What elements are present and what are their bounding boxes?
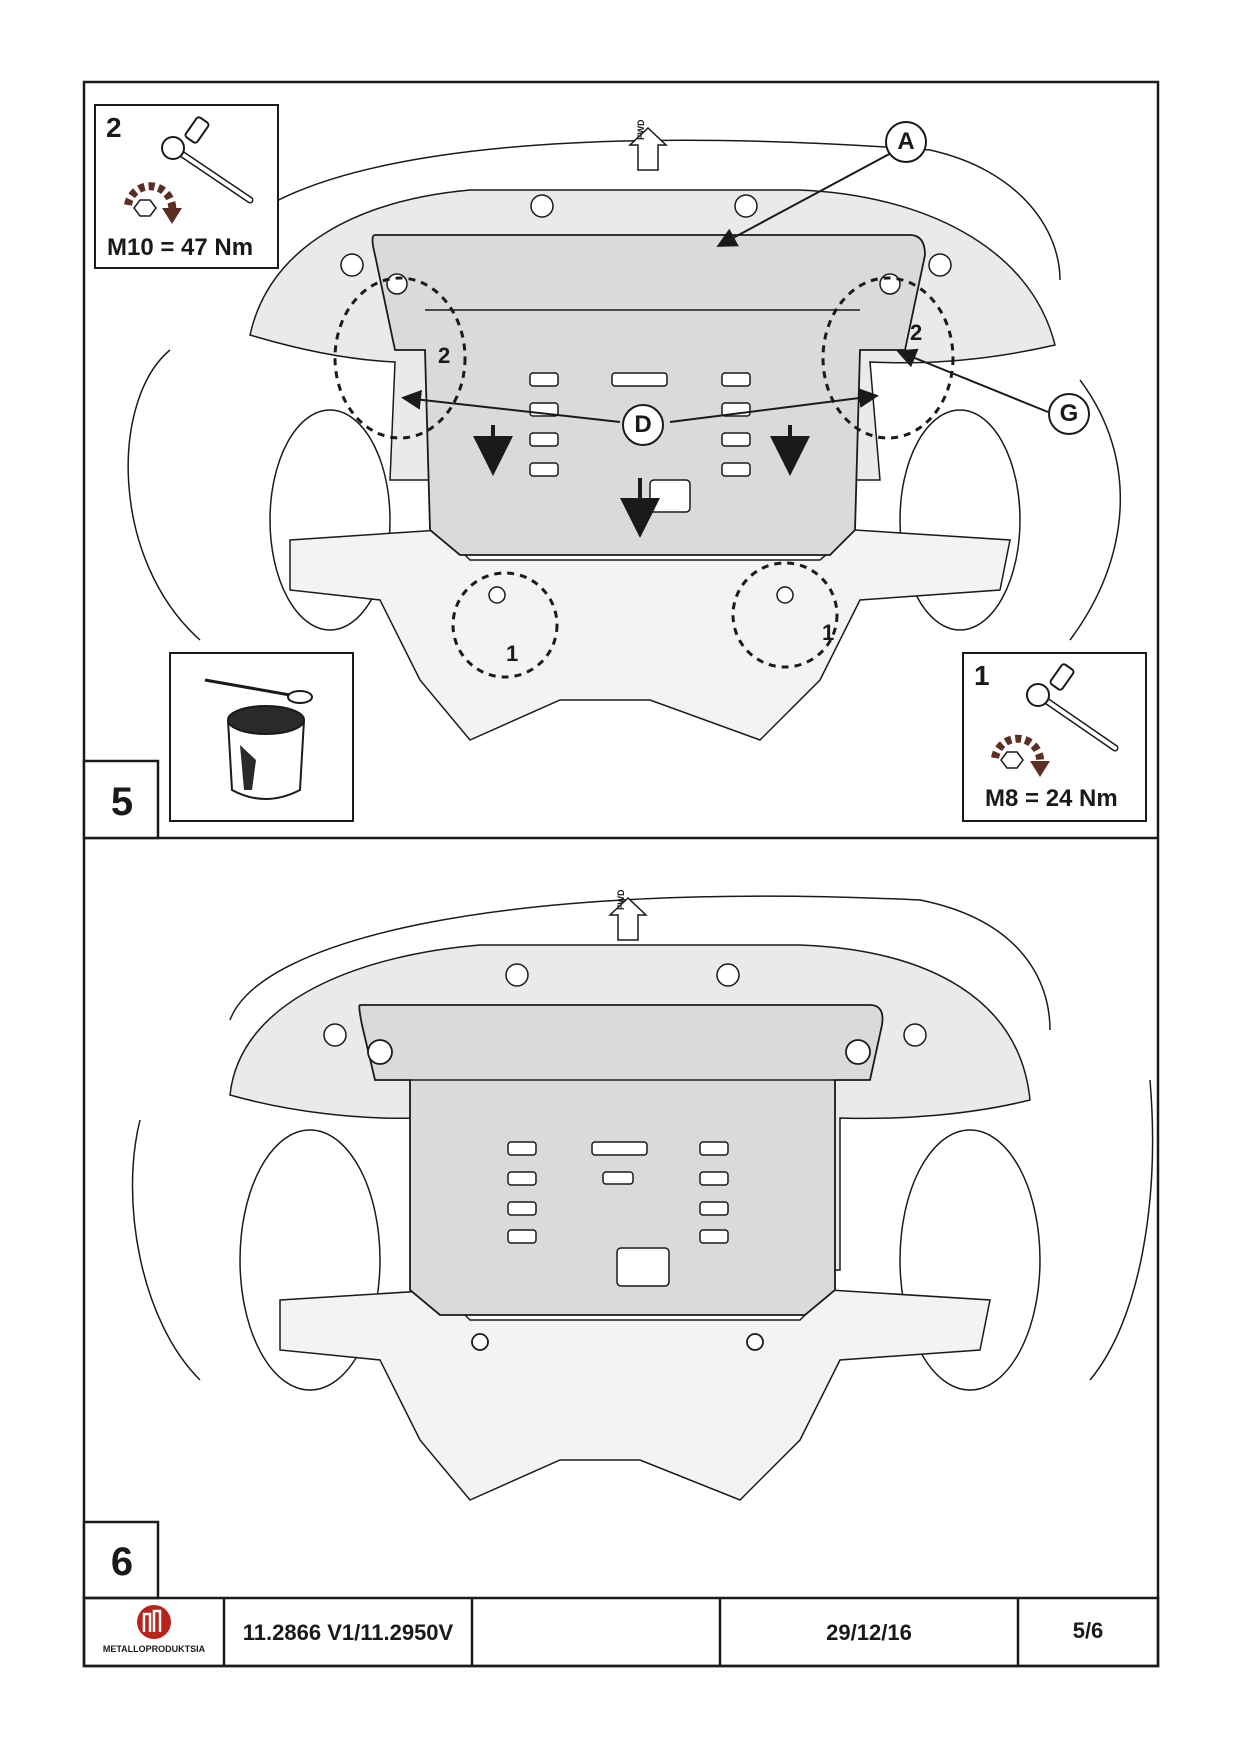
inset-step-2: 2 — [106, 112, 122, 143]
step-5-box — [82, 759, 160, 840]
callout-a: A — [897, 128, 915, 155]
title-block — [82, 1596, 1160, 1668]
brand-logo-icon — [137, 1605, 171, 1639]
step-6-drawing — [131, 895, 1154, 1501]
fwd-label-step5: FWD — [636, 119, 646, 141]
paint-brush-can-icon — [204, 678, 313, 800]
fwd-arrow-step5 — [628, 126, 668, 171]
paint-inset — [169, 652, 354, 822]
subframe-6 — [279, 1289, 991, 1501]
step-5-drawing — [127, 121, 1122, 741]
marker-2-left: 2 — [438, 343, 451, 368]
torque-spec-m8: M8 = 24 Nm — [985, 785, 1118, 812]
skid-plate — [371, 234, 926, 556]
torque-spec-m10: M10 = 47 Nm — [107, 234, 254, 261]
marker-1-right: 1 — [822, 620, 835, 645]
ratchet-wrench-icon — [161, 116, 254, 204]
marker-1-left: 1 — [506, 641, 519, 666]
part-number: 11.2866 V1/11.2950V — [242, 1620, 454, 1645]
fwd-label-step6: FWD — [616, 889, 626, 911]
page-number: 5/6 — [1072, 1618, 1104, 1643]
ratchet-wrench-icon — [1026, 663, 1119, 752]
step-5-number: 5 — [110, 780, 134, 824]
fwd-arrow-step6 — [608, 896, 648, 941]
inset-step-1: 1 — [974, 660, 990, 691]
step-6-number: 6 — [110, 1540, 134, 1584]
brand-name: METALLOPRODUKTSIA — [102, 1644, 206, 1654]
callout-g: G — [1059, 400, 1079, 427]
torque-arrow-icon — [991, 734, 1050, 777]
drawing-date: 29/12/16 — [826, 1620, 912, 1645]
callout-d: D — [634, 411, 652, 438]
torque-inset-m10 — [94, 104, 279, 269]
torque-inset-m8 — [962, 652, 1147, 822]
marker-2-right: 2 — [910, 320, 923, 345]
subframe — [289, 529, 1011, 741]
skid-plate-6 — [358, 1004, 884, 1316]
torque-arrow-icon — [124, 182, 182, 224]
